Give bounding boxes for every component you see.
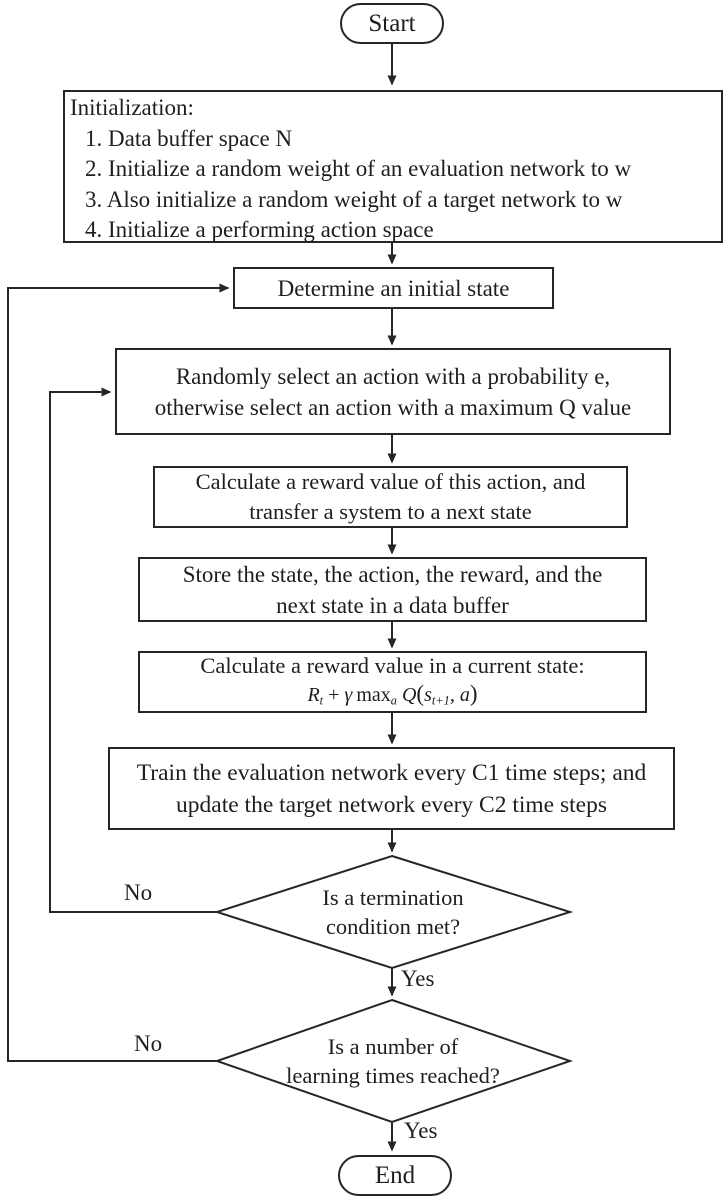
determine-initial-state-label: Determine an initial state (277, 275, 510, 301)
initialization-step-4: 4. Initialize a performing action space (85, 217, 434, 242)
start-label: Start (368, 9, 416, 37)
select-action-box: Randomly select an action with a probabi… (115, 348, 671, 435)
start-node: Start (340, 3, 444, 44)
edge-learning-no-loop (7, 283, 230, 1062)
decision-termination-text: Is a termination condition met? (322, 885, 464, 939)
initialization-step-3: 3. Also initialize a random weight of a … (85, 186, 623, 212)
initialization-title: Initialization: (70, 95, 194, 120)
initialization-box: Initialization: 1. Data buffer space N 2… (63, 90, 723, 243)
initialization-step-1: 1. Data buffer space N (85, 125, 293, 151)
decision-learning-shape (213, 998, 574, 1124)
calculate-current-reward-box: Calculate a reward value in a current st… (138, 651, 647, 713)
determine-initial-state-box: Determine an initial state (233, 267, 554, 309)
edge-label-termination-yes: Yes (401, 966, 435, 991)
end-label: End (374, 1161, 416, 1189)
edge-termination-no-loop (49, 387, 217, 913)
decision-learning-text: Is a number of learning times reached? (286, 1034, 500, 1088)
calculate-current-reward-line: Calculate a reward value in a current st… (200, 652, 585, 678)
edge-label-termination-no: No (124, 880, 153, 905)
decision-termination-shape (213, 854, 574, 970)
store-buffer-line-1: Store the state, the action, the reward,… (182, 561, 603, 587)
initialization-step-2: 2. Initialize a random weight of an eval… (85, 156, 632, 181)
edge-label-learning-yes: Yes (404, 1118, 438, 1143)
calculate-reward-line-2: transfer a system to a next state (249, 499, 532, 524)
q-value-formula: Rt + γ maxa Q(st+1, a) (307, 680, 478, 708)
train-network-line-1: Train the evaluation network every C1 ti… (136, 759, 647, 786)
end-node: End (338, 1155, 452, 1196)
train-network-box: Train the evaluation network every C1 ti… (108, 747, 675, 830)
edge-label-learning-no: No (134, 1031, 163, 1056)
store-buffer-box: Store the state, the action, the reward,… (138, 557, 647, 622)
train-network-line-2: update the target network every C2 time … (176, 791, 607, 818)
calculate-reward-box: Calculate a reward value of this action,… (153, 466, 628, 528)
calculate-reward-line-1: Calculate a reward value of this action,… (195, 469, 586, 494)
select-action-line-2: otherwise select an action with a maximu… (154, 394, 632, 420)
store-buffer-line-2: next state in a data buffer (276, 592, 509, 618)
select-action-line-1: Randomly select an action with a probabi… (175, 363, 611, 389)
